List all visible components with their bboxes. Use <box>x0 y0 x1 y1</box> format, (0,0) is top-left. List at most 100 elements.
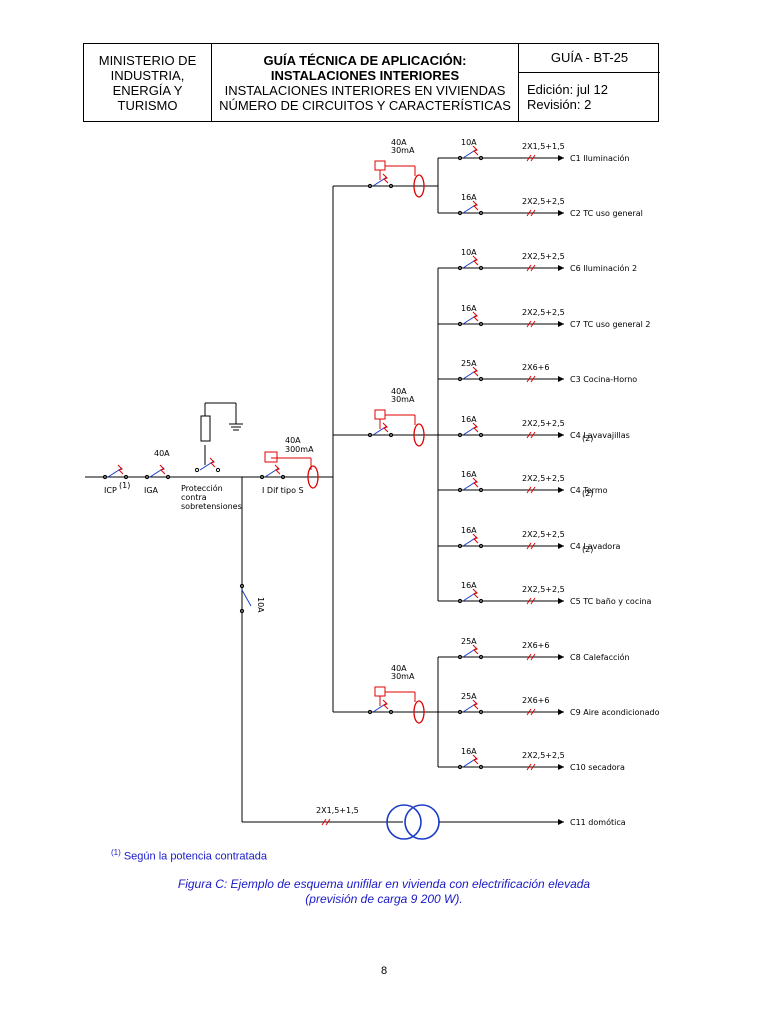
cable-tick <box>530 597 536 605</box>
cable-tick <box>526 375 532 383</box>
group-toroid <box>413 423 425 447</box>
breaker-contact <box>367 709 373 715</box>
differential-test-button <box>264 451 278 463</box>
cable-tick <box>526 542 532 550</box>
arrow-head <box>558 432 564 438</box>
breaker-contact <box>457 376 463 382</box>
aux-breaker-contact <box>239 608 245 614</box>
arrow-head <box>558 265 564 271</box>
cable-tick <box>526 431 532 439</box>
breaker-contact <box>457 210 463 216</box>
group-test-button <box>374 686 386 697</box>
circuit-name: C7 TC uso general 2 <box>570 320 650 329</box>
aux-breaker-blade <box>241 589 252 607</box>
surge-resistor <box>200 415 211 442</box>
magnetothermal-mark <box>382 422 389 433</box>
group-toroid <box>413 700 425 724</box>
page-number: 8 <box>380 965 388 977</box>
group-test-button <box>374 409 386 420</box>
circuit-cable: 2X2,5+2,5 <box>522 197 565 206</box>
breaker-contact <box>457 487 463 493</box>
breaker-contact <box>478 709 484 715</box>
ministry-line: TURISMO <box>117 98 178 113</box>
arrow-head <box>558 321 564 327</box>
arrow-head <box>558 598 564 604</box>
caption-line-2: (previsión de carga 9 200 W). <box>305 892 463 906</box>
circuit-cable: 2X1,5+1,5 <box>522 142 565 151</box>
breaker-contact <box>457 432 463 438</box>
circuit-cable: 2X6+6 <box>522 696 549 705</box>
breaker-contact <box>457 265 463 271</box>
group-rating: 30mA <box>391 395 415 404</box>
footnote-text: Según la potencia contratada <box>120 850 267 863</box>
group-rating: 30mA <box>391 146 415 155</box>
breaker-contact <box>123 474 129 480</box>
cable-tick <box>530 431 536 439</box>
guide-subtitle: INSTALACIONES INTERIORES EN VIVIENDAS <box>224 83 506 98</box>
cable-tick <box>526 154 532 162</box>
circuit-name: C10 secadora <box>570 763 625 772</box>
icp-note: (1) <box>119 481 130 490</box>
breaker-contact <box>478 265 484 271</box>
surge-label: sobretensiones <box>181 502 242 511</box>
footnote-mark: (1) <box>111 848 121 857</box>
breaker-contact <box>457 598 463 604</box>
magnetothermal-mark <box>117 464 124 475</box>
cable-tick <box>325 818 331 826</box>
cable-tick <box>530 375 536 383</box>
arrow-head <box>558 210 564 216</box>
breaker-contact <box>457 543 463 549</box>
magnetothermal-mark <box>472 754 479 765</box>
figure-caption: Figura C: Ejemplo de esquema unifilar en… <box>0 877 768 907</box>
cable-tick <box>526 708 532 716</box>
arrow-head <box>558 819 564 825</box>
breaker-contact <box>478 432 484 438</box>
magnetothermal-mark <box>472 366 479 377</box>
circuit-cable: 2X6+6 <box>522 641 549 650</box>
transformer-coil <box>386 804 422 840</box>
cable-tick <box>530 320 536 328</box>
edition-cell: GUÍA - BT-25 Edición: jul 12 Revisión: 2 <box>519 44 660 121</box>
magnetothermal-mark <box>159 464 166 475</box>
ministry-line: INDUSTRIA, <box>110 68 185 83</box>
ministry-line: ENERGÍA Y <box>112 83 183 98</box>
circuit-breaker-rating: 16A <box>461 304 477 313</box>
footnote: (1) Según la potencia contratada <box>111 848 267 863</box>
domotic-circuit-name: C11 domótica <box>570 817 626 827</box>
edition-info: Edición: jul 12 Revisión: 2 <box>519 73 660 112</box>
magnetothermal-mark <box>472 533 479 544</box>
circuit-name: C4 Lavadora <box>570 542 620 551</box>
cable-tick <box>530 763 536 771</box>
breaker-contact <box>194 467 200 473</box>
differential-toroid <box>307 465 319 489</box>
breaker-contact <box>367 432 373 438</box>
magnetothermal-mark <box>382 173 389 184</box>
cable-tick <box>530 486 536 494</box>
circuit-breaker-rating: 16A <box>461 193 477 202</box>
circuit-breaker-rating: 16A <box>461 415 477 424</box>
circuit-note: (2) <box>582 489 593 498</box>
breaker-contact <box>457 321 463 327</box>
arrow-head <box>558 376 564 382</box>
magnetothermal-mark <box>472 588 479 599</box>
aux-breaker-rating: 10A <box>256 597 265 613</box>
breaker-contact <box>144 474 150 480</box>
circuit-cable: 2X2,5+2,5 <box>522 308 565 317</box>
circuit-breaker-rating: 16A <box>461 470 477 479</box>
breaker-contact <box>457 654 463 660</box>
breaker-contact <box>457 155 463 161</box>
cable-tick <box>526 597 532 605</box>
group-rating: 30mA <box>391 672 415 681</box>
circuit-name: C4 Lavavajillas <box>570 431 630 440</box>
magnetothermal-mark <box>472 200 479 211</box>
circuit-name: C9 Aire acondicionado <box>570 708 660 717</box>
main-dif-rating: 40A <box>285 436 301 445</box>
cable-tick <box>526 320 532 328</box>
iga-label: IGA <box>144 486 159 495</box>
ministry-cell: MINISTERIO DE INDUSTRIA, ENERGÍA Y TURIS… <box>84 44 212 121</box>
group-test-button <box>374 160 386 171</box>
magnetothermal-mark <box>209 457 216 468</box>
circuit-name: C3 Cocina-Horno <box>570 375 637 384</box>
breaker-contact <box>478 598 484 604</box>
